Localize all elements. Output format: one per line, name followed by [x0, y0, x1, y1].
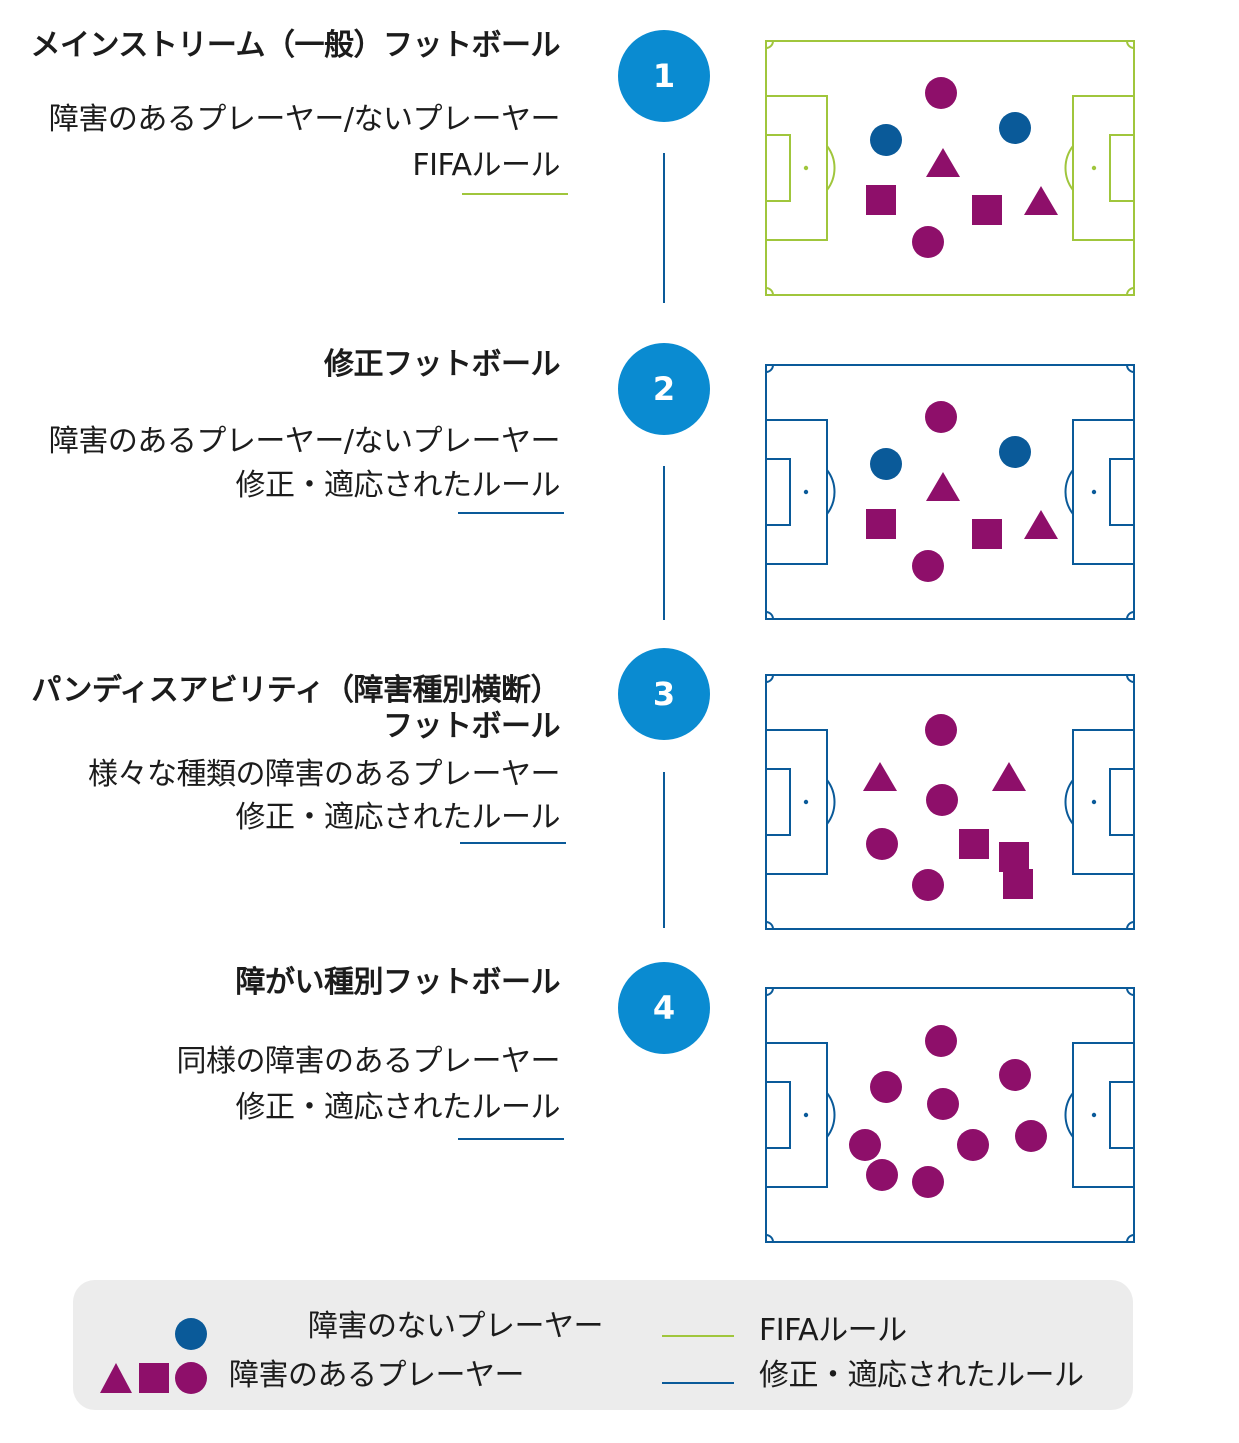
- player-disabled-triangle-icon: [926, 148, 960, 177]
- player-nondisabled-circle-icon: [999, 436, 1031, 468]
- model-3-title: パンディスアビリティ（障害種別横断） フットボール: [0, 673, 560, 745]
- player-disabled-circle-icon: [912, 1166, 944, 1198]
- player-disabled-circle-icon: [912, 550, 944, 582]
- player-disabled-triangle-icon: [1024, 186, 1058, 215]
- model-2-title-text: 修正フットボール: [324, 347, 561, 382]
- field-2: [765, 364, 1135, 620]
- model-1-title: メインストリーム（一般）フットボール: [0, 28, 561, 64]
- model-1-players-text: 障害のあるプレーヤー/ないプレーヤー: [48, 102, 561, 137]
- legend-fifa-label: FIFAルール: [759, 1313, 907, 1348]
- penalty-spot: [803, 799, 809, 805]
- model-2-players-text: 障害のあるプレーヤー/ないプレーヤー: [48, 424, 561, 459]
- model-4-rules-underline: [458, 1138, 564, 1140]
- player-disabled-circle-icon: [925, 401, 957, 433]
- player-disabled-circle-icon: [870, 1071, 902, 1103]
- model-3-title-line1: パンディスアビリティ（障害種別横断）: [31, 673, 560, 708]
- adapted-rules-line-icon: [662, 1382, 734, 1384]
- player-disabled-circle-icon: [925, 714, 957, 746]
- penalty-spot: [803, 489, 809, 495]
- model-3-title-line2: フットボール: [383, 709, 561, 744]
- player-disabled-circle-icon: [925, 77, 957, 109]
- model-4-rules-text: 修正・適応されたルール: [235, 1090, 561, 1125]
- player-disabled-triangle-icon: [1024, 510, 1058, 539]
- penalty-spot: [803, 1112, 809, 1118]
- model-3-rules-underline: [460, 842, 566, 844]
- player-nondisabled-circle-icon: [999, 112, 1031, 144]
- player-disabled-triangle-icon: [992, 762, 1026, 791]
- model-1-number-badge: 1: [618, 30, 710, 122]
- legend-disabled-label: 障害のあるプレーヤー: [229, 1358, 525, 1393]
- player-disabled-circle-icon: [926, 784, 958, 816]
- model-2-number-badge: 2: [618, 343, 710, 435]
- triangle-icon: [100, 1363, 132, 1393]
- model-2-title: 修正フットボール: [0, 347, 561, 383]
- legend-nondisabled-label: 障害のないプレーヤー: [308, 1309, 604, 1344]
- player-disabled-circle-icon: [957, 1129, 989, 1161]
- pitch-lines: [765, 674, 1135, 930]
- connector-3-4: [663, 772, 665, 928]
- model-4-number-badge: 4: [618, 962, 710, 1054]
- legend-adapted-label: 修正・適応されたルール: [759, 1358, 1084, 1393]
- field-3: [765, 674, 1135, 930]
- penalty-spot: [1091, 489, 1097, 495]
- player-disabled-square-icon: [972, 519, 1002, 549]
- player-disabled-square-icon: [972, 195, 1002, 225]
- model-3-players-text: 様々な種類の障害のあるプレーヤー: [88, 757, 561, 792]
- player-disabled-square-icon: [959, 829, 989, 859]
- player-disabled-circle-icon: [999, 1059, 1031, 1091]
- fifa-rules-line-icon: [662, 1335, 734, 1337]
- nondisabled-circle-icon: [175, 1318, 207, 1350]
- player-disabled-circle-icon: [912, 226, 944, 258]
- model-3-rules-text: 修正・適応されたルール: [235, 800, 561, 835]
- field-4: [765, 987, 1135, 1243]
- connector-2-3: [663, 466, 665, 620]
- model-3-number-badge: 3: [618, 648, 710, 740]
- player-disabled-circle-icon: [925, 1025, 957, 1057]
- model-4-title: 障がい種別フットボール: [0, 965, 561, 1001]
- model-1-title-text: メインストリーム（一般）フットボール: [30, 28, 561, 63]
- disabled-circle-icon: [175, 1362, 207, 1394]
- penalty-spot: [1091, 799, 1097, 805]
- model-2-rules-text: 修正・適応されたルール: [235, 468, 561, 503]
- player-disabled-circle-icon: [866, 828, 898, 860]
- model-1-rules-underline: [462, 193, 568, 195]
- model-4-title-text: 障がい種別フットボール: [235, 965, 561, 1000]
- pitch-lines: [765, 987, 1135, 1243]
- model-4-players-text: 同様の障害のあるプレーヤー: [176, 1044, 561, 1079]
- connector-1-2: [663, 153, 665, 303]
- player-disabled-square-icon: [999, 842, 1029, 872]
- player-nondisabled-circle-icon: [870, 124, 902, 156]
- square-icon: [139, 1363, 169, 1393]
- player-disabled-triangle-icon: [926, 472, 960, 501]
- model-2-rules-underline: [458, 512, 564, 514]
- pitch-lines: [765, 40, 1135, 296]
- player-nondisabled-circle-icon: [870, 448, 902, 480]
- player-disabled-triangle-icon: [863, 762, 897, 791]
- field-1: [765, 40, 1135, 296]
- penalty-spot: [803, 165, 809, 171]
- player-disabled-circle-icon: [866, 1159, 898, 1191]
- player-disabled-square-icon: [866, 185, 896, 215]
- player-disabled-square-icon: [866, 509, 896, 539]
- penalty-spot: [1091, 1112, 1097, 1118]
- player-disabled-circle-icon: [1015, 1120, 1047, 1152]
- legend: 障害のないプレーヤー 障害のあるプレーヤー FIFAルール 修正・適応されたルー…: [73, 1280, 1133, 1410]
- player-disabled-circle-icon: [912, 869, 944, 901]
- player-disabled-square-icon: [1003, 869, 1033, 899]
- penalty-spot: [1091, 165, 1097, 171]
- model-1-rules-text: FIFAルール: [412, 148, 560, 183]
- pitch-lines: [765, 364, 1135, 620]
- player-disabled-circle-icon: [849, 1129, 881, 1161]
- player-disabled-circle-icon: [927, 1088, 959, 1120]
